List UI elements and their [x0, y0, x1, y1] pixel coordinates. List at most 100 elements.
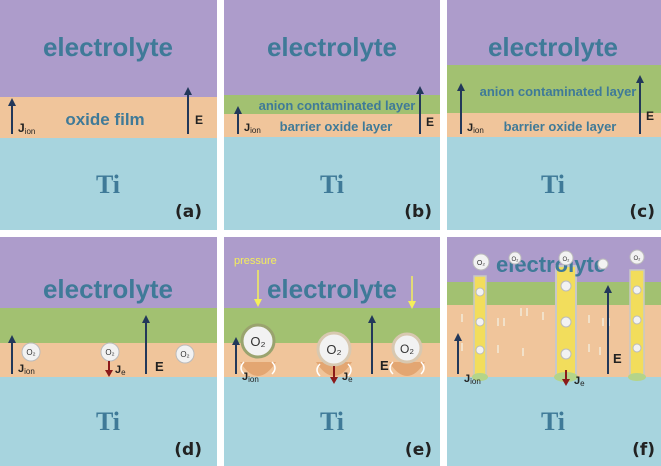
- o2-label: O₂: [250, 334, 265, 349]
- panel-b: electrolyte anion contaminated layer bar…: [224, 0, 440, 230]
- electrolyte-region: [447, 0, 661, 65]
- j-e-label: Je: [342, 371, 353, 384]
- o2-label: O₂: [326, 342, 341, 357]
- j-ion-label: Jion: [18, 121, 35, 136]
- anion-layer-label: anion contaminated layer: [480, 84, 637, 99]
- panel-label: (d): [174, 440, 202, 460]
- j-e-label: Je: [574, 375, 585, 388]
- panel-f: electrolyte Ti O₂ O₂ O₂ O₂ Je Jion E (f: [447, 237, 661, 466]
- pore-bottom: [472, 373, 488, 381]
- o2-bubble: [508, 251, 522, 265]
- e-field-label: E: [426, 115, 434, 129]
- o2-bubble: [175, 344, 195, 364]
- e-field-arrowhead: [142, 315, 150, 323]
- j-ion-arrowhead: [8, 335, 16, 343]
- e-field-label: E: [380, 358, 389, 373]
- o2-label: O₂: [477, 260, 485, 267]
- panel-a: electrolyte oxide film Ti Jion E (a): [0, 0, 217, 230]
- o2-bubble: [629, 249, 645, 265]
- o2-bubble: [316, 331, 352, 367]
- pressure-arrowhead: [408, 301, 416, 309]
- ti-label: Ti: [541, 407, 565, 436]
- titanium-region: [447, 377, 661, 466]
- o2-bubble: [21, 342, 41, 362]
- panel-label: (b): [404, 202, 432, 222]
- o2-label: O₂: [180, 350, 189, 359]
- o2-bubble: [597, 258, 609, 270]
- o2-label: O₂: [400, 342, 414, 356]
- e-field-arrowhead: [636, 75, 644, 83]
- panel-d: electrolyte Ti O₂ O₂ O₂ Je Jion E (d): [0, 237, 217, 466]
- panel-c: electrolyte anion contaminated layer bar…: [447, 0, 661, 230]
- oxide-film-label: oxide film: [65, 110, 144, 129]
- electrolyte-region: [224, 0, 440, 95]
- electrolyte-region: [0, 0, 217, 97]
- o2-bubble: [560, 316, 572, 328]
- electrolyte-region: [0, 237, 217, 308]
- ti-label: Ti: [96, 170, 120, 199]
- barrier-layer-region: [447, 113, 661, 137]
- j-ion-label: Jion: [467, 122, 484, 135]
- e-field-label: E: [646, 109, 654, 123]
- anion-layer-region: [224, 95, 440, 114]
- o2-label: O₂: [105, 348, 114, 357]
- titanium-region: [0, 138, 217, 230]
- j-ion-arrowhead: [234, 106, 242, 114]
- o2-bubble: [632, 285, 642, 295]
- titanium-region: [447, 137, 661, 230]
- o2-label: O₂: [563, 257, 571, 263]
- wall-marks: [461, 308, 610, 356]
- titanium-region: [224, 137, 440, 230]
- j-ion-arrowhead: [8, 98, 16, 106]
- panel-e: electrolyte Ti pressure O₂ O₂ O₂ Je Jion: [224, 237, 440, 466]
- electrolyte-label: electrolyte: [488, 32, 618, 62]
- panel-label: (a): [175, 202, 202, 222]
- o2-label: O₂: [26, 348, 35, 357]
- o2-bubble: [472, 253, 490, 271]
- e-field-label: E: [195, 113, 203, 127]
- o2-bubble: [560, 348, 572, 360]
- o2-bubble: [475, 317, 485, 327]
- ti-label: Ti: [541, 170, 565, 199]
- j-ion-label: Jion: [242, 371, 259, 384]
- side-arrow: [347, 363, 352, 377]
- pit: [389, 362, 425, 376]
- o2-bubble: [632, 343, 642, 353]
- electrolyte-label: electrolyte: [267, 32, 397, 62]
- o2-bubble: [240, 323, 276, 359]
- electrolyte-label: electrolyte: [43, 274, 173, 304]
- o2-label: O₂: [634, 256, 642, 262]
- oxide-film-region: [0, 97, 217, 138]
- o2-bubble: [632, 315, 642, 325]
- electrolyte-label: electrolyte: [43, 32, 173, 62]
- o2-bubble: [560, 280, 572, 292]
- pore-bottom: [628, 373, 646, 381]
- ti-label: Ti: [320, 170, 344, 199]
- side-arrow: [271, 361, 276, 375]
- panel-label: (f): [632, 440, 655, 460]
- o2-bubble: [558, 250, 574, 266]
- o2-bubble: [475, 287, 485, 297]
- o2-bubble: [475, 345, 485, 355]
- j-e-label: Je: [115, 364, 126, 377]
- j-ion-label: Jion: [244, 122, 261, 135]
- panel-label: (e): [405, 440, 432, 460]
- barrier-layer-region: [224, 114, 440, 137]
- j-e-arrowhead: [105, 370, 113, 377]
- j-ion-arrowhead: [232, 337, 240, 345]
- barrier-layer-label: barrier oxide layer: [280, 119, 393, 134]
- pit: [240, 362, 276, 376]
- titanium-region: [224, 377, 440, 466]
- side-arrow: [316, 363, 321, 377]
- side-arrow: [240, 361, 245, 375]
- j-ion-label: Jion: [18, 363, 35, 376]
- electrolyte-label: electrolyte: [267, 274, 397, 304]
- j-e-arrowhead: [330, 377, 338, 384]
- anion-layer-region: [447, 65, 661, 113]
- ti-label: Ti: [96, 407, 120, 436]
- anion-layer-region: [0, 308, 217, 343]
- j-ion-label: Jion: [464, 373, 481, 386]
- e-field-arrowhead: [604, 285, 612, 293]
- ti-label: Ti: [320, 407, 344, 436]
